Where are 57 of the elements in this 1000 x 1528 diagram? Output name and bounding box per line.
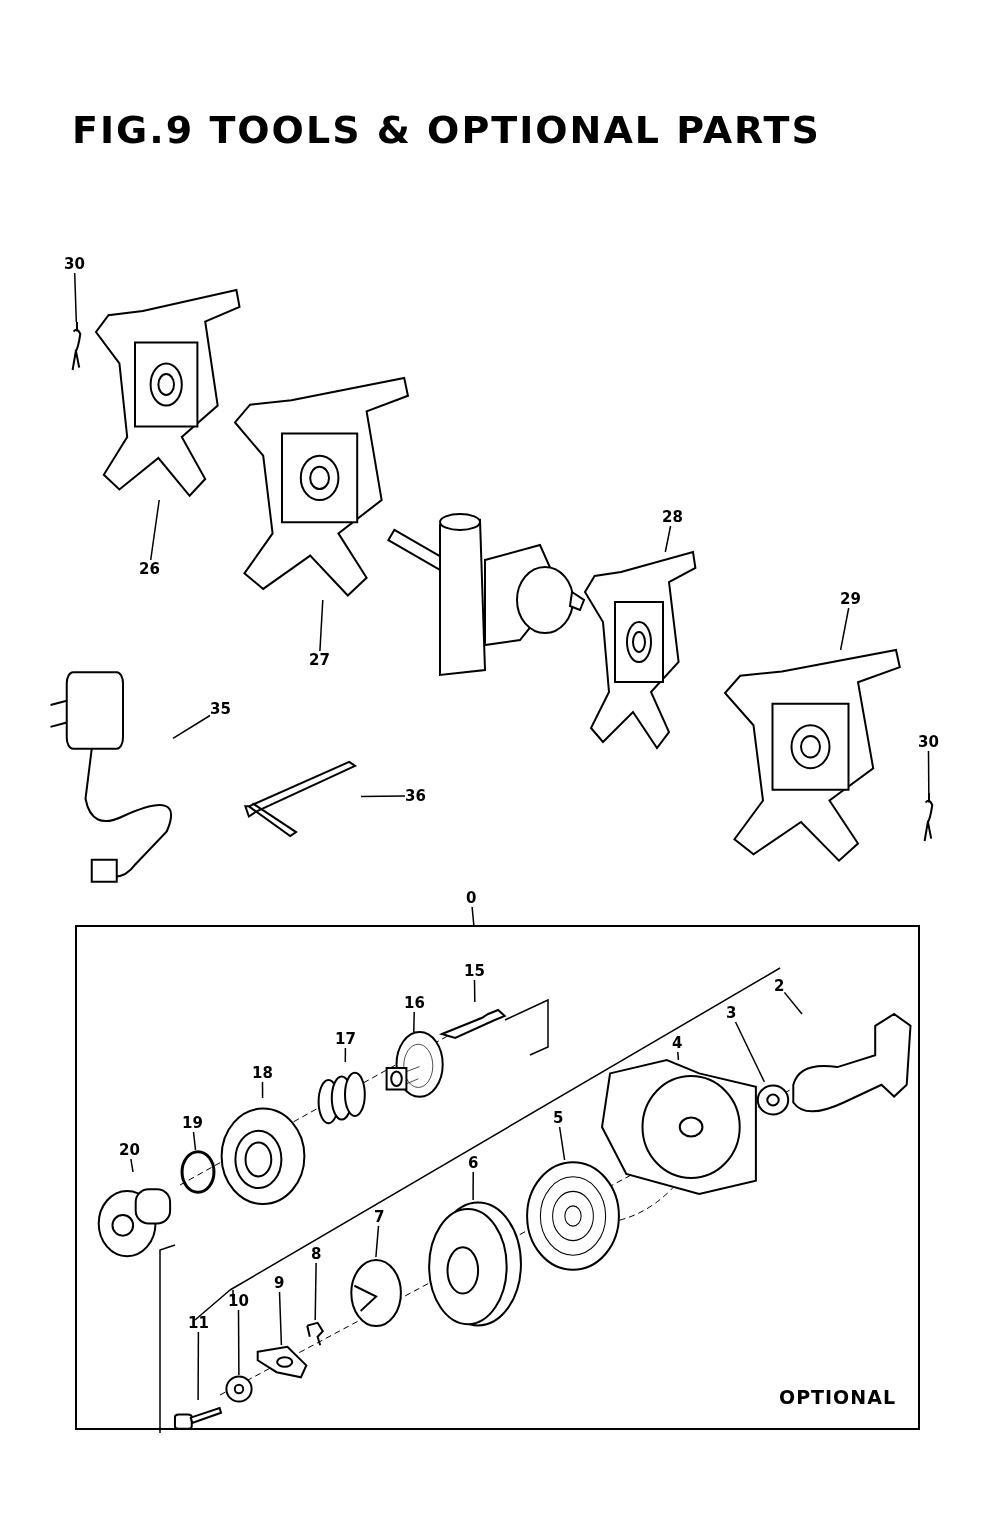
leader-line: [261, 1081, 264, 1099]
leader-line: [344, 1047, 347, 1063]
callout-number: 16: [404, 994, 425, 1012]
leader-line: [471, 906, 475, 926]
washer-plate-drawing: [255, 1345, 309, 1379]
callout-number: 27: [309, 651, 330, 669]
callout-number: 28: [662, 508, 683, 526]
leader-line: [73, 272, 78, 323]
callout-number: 3: [726, 1004, 737, 1022]
leader-line: [664, 525, 672, 553]
leader-line: [278, 1291, 283, 1346]
leader-line: [360, 795, 406, 798]
leader-line: [172, 714, 211, 740]
callout-number: 19: [182, 1114, 203, 1132]
callout-number: 30: [918, 733, 939, 751]
leader-line: [237, 1309, 240, 1376]
callout-number: 8: [311, 1245, 322, 1263]
callout-number: 29: [840, 590, 861, 608]
leader-line: [927, 750, 930, 794]
figure-title: FIG.9 TOOLS & OPTIONAL PARTS: [72, 108, 821, 152]
callout-number: 30: [64, 255, 85, 273]
leader-line: [472, 1171, 474, 1201]
callout-number: 35: [210, 700, 231, 718]
callout-number: 20: [119, 1141, 140, 1159]
leader-line: [314, 1262, 317, 1321]
callout-number: 6: [468, 1154, 479, 1172]
callout-number: 26: [139, 560, 160, 578]
callout-number: 15: [464, 962, 485, 980]
leader-line: [375, 1225, 380, 1258]
leader-line: [677, 1051, 680, 1061]
leader-line: [783, 991, 803, 1015]
leader-line: [734, 1021, 766, 1083]
callout-number: 0: [466, 889, 477, 907]
callout-number: 7: [374, 1208, 385, 1226]
assembly-frame: [75, 925, 920, 1430]
callout-number: 18: [252, 1064, 273, 1082]
leader-line: [413, 1011, 415, 1033]
callout-number: 11: [188, 1314, 209, 1332]
callout-number: 5: [553, 1109, 564, 1127]
rope-guide-drawing: [754, 1082, 792, 1118]
frame-label: OPTIONAL: [779, 1386, 896, 1408]
leader-line: [149, 499, 160, 561]
leader-line: [192, 1131, 197, 1151]
leader-line: [839, 607, 850, 651]
callout-number: 9: [274, 1274, 285, 1292]
callout-number: 10: [228, 1292, 249, 1310]
leader-line: [558, 1126, 566, 1161]
callout-number: 4: [672, 1034, 683, 1052]
washer-drawing: [225, 1375, 253, 1403]
charger-drawing: [48, 668, 173, 886]
leader-line: [473, 979, 476, 1003]
callout-number: 36: [405, 787, 426, 805]
leader-line: [319, 599, 324, 652]
leader-line: [130, 1158, 134, 1173]
callout-number: 17: [335, 1030, 356, 1048]
leader-line: [197, 1331, 200, 1401]
callout-number: 2: [774, 977, 785, 995]
